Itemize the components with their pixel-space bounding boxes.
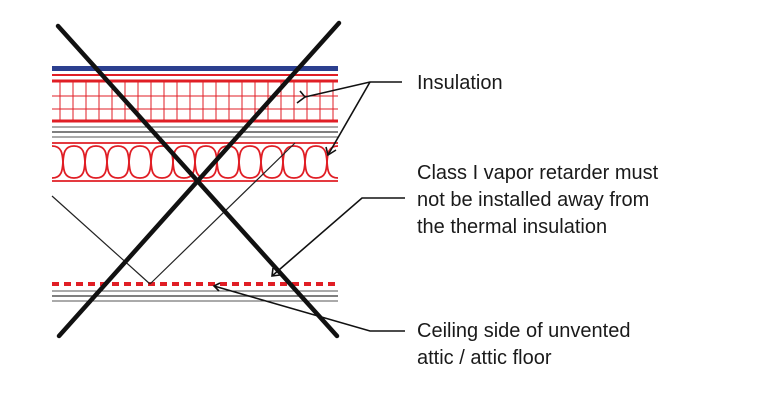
ceiling-label: Ceiling side of unvented attic / attic f… — [417, 318, 630, 372]
prohibited-x-mark — [55, 20, 342, 339]
ceiling-label-line: attic / attic floor — [417, 347, 552, 369]
vapor-retarder-label-line: the thermal insulation — [417, 216, 608, 238]
cavity-framing-lines — [51, 142, 296, 285]
rigid-insulation-board — [52, 74, 338, 123]
vapor-retarder-label-line: not be installed away from — [417, 189, 650, 211]
vapor-retarder-label-line: Class I vapor retarder must — [417, 162, 659, 184]
ceiling-label-line: Ceiling side of unvented — [417, 320, 631, 342]
insulation-label-line: Insulation — [417, 72, 503, 94]
leader-lines — [212, 81, 405, 332]
sheathing-layers — [52, 126, 338, 138]
batt-insulation — [52, 142, 338, 182]
insulation-label: Insulation — [417, 70, 503, 97]
top-membrane — [52, 66, 338, 71]
vapor-retarder-label: Class I vapor retarder must not be insta… — [417, 160, 658, 241]
